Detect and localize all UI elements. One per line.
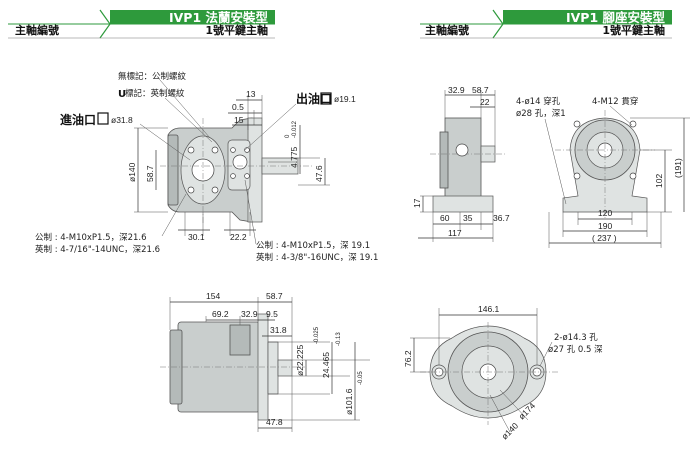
dim-15: 15: [234, 115, 244, 125]
foot-dim-117: 117: [448, 228, 462, 238]
side-dim-32-9: 32.9: [241, 309, 258, 319]
side-dim-69-2: 69.2: [212, 309, 229, 319]
foot-dim-120: 120: [598, 208, 612, 218]
foot-dim-35: 35: [463, 213, 473, 223]
side-dim-24-465: 24.465: [321, 352, 331, 378]
side-dim-dia-22-225-tol: -0.025: [314, 326, 320, 344]
left-header-title: IVP1 法蘭安裝型: [169, 10, 269, 25]
dim-dia-140: ø140: [127, 162, 137, 182]
foot-dim-17: 17: [412, 198, 422, 208]
side-section-view: 154 58.7 69.2 32.9 9.5 31.8 ø22.225 -0.0…: [160, 291, 370, 432]
side-dim-154: 154: [206, 291, 220, 301]
dim-47-6: 47.6: [314, 165, 324, 182]
right-header: IVP1 腳座安裝型 主軸編號 1號平鍵主軸: [420, 9, 672, 39]
inlet-dia: ø31.8: [111, 115, 133, 125]
foot-dim-190: 190: [598, 221, 612, 231]
foot-mount-view: 4-ø14 穿孔 ø28 孔，深1 4-M12 貫穿 32.9 58.7 22 …: [412, 85, 690, 248]
dim-30-1: 30.1: [188, 232, 205, 242]
foot-dim-102: 102: [654, 174, 664, 188]
outlet-thread-imperial: 英制 : 4-3/8"-16UNC，深 19.1: [256, 252, 378, 263]
front-hole-label: 2-ø14.3 孔: [554, 333, 598, 343]
side-dim-dia-101-6-tol: -0.05: [358, 371, 364, 385]
right-header-col2: 1號平鍵主軸: [602, 23, 665, 37]
inlet-label: 進油口: [60, 112, 96, 127]
left-header-col1: 主軸編號: [15, 23, 59, 37]
flange-mount-view: 無標記：公制螺紋 U 標記：英制螺紋 進油口 ø31.8 出油口 ø19.1 1…: [35, 71, 378, 263]
outlet-thread-metric: 公制 : 4-M10xP1.5，深 19.1: [256, 240, 370, 251]
front-dim-76-2: 76.2: [403, 350, 413, 367]
foot-hole-label: 4-ø14 穿孔: [516, 96, 561, 107]
side-dim-47-8: 47.8: [266, 417, 283, 427]
dim-13: 13: [246, 89, 256, 99]
dim-4-775-tol-dn: -0.012: [292, 120, 298, 138]
right-header-col1: 主軸編號: [425, 23, 469, 37]
front-dim-dia-140: ø140: [499, 420, 520, 441]
inlet-port-box-icon: [97, 112, 109, 125]
left-header: IVP1 法蘭安裝型 主軸編號 1號平鍵主軸: [8, 9, 275, 39]
front-dim-146-1: 146.1: [478, 304, 500, 314]
side-dim-24-465-tol: -0.13: [336, 332, 342, 346]
dim-0-5: 0.5: [232, 102, 244, 112]
dim-4-775: 4.775: [289, 146, 299, 168]
foot-dim-32-9: 32.9: [448, 85, 465, 95]
side-dim-dia-22-225: ø22.225: [295, 345, 305, 376]
foot-dim-191: (191): [673, 158, 683, 178]
foot-dim-36-7: 36.7: [493, 213, 510, 223]
legend-u-prefix: U: [118, 89, 126, 100]
side-dim-dia-101-6: ø101.6: [344, 388, 354, 415]
dim-58-7: 58.7: [145, 165, 155, 182]
dim-4-775-tol-up: 0: [285, 134, 291, 138]
front-hole-sub: ø27 孔 0.5 深: [548, 345, 603, 355]
outlet-dia: ø19.1: [334, 94, 356, 104]
side-dim-58-7: 58.7: [266, 291, 283, 301]
foot-tap-label: 4-M12 貫穿: [592, 96, 638, 107]
left-header-col2: 1號平鍵主軸: [205, 23, 268, 37]
foot-dim-237: ( 237 ): [592, 233, 617, 243]
legend-no-mark: 無標記：公制螺紋: [118, 71, 187, 82]
outlet-label: 出油口: [296, 91, 332, 106]
right-header-title: IVP1 腳座安裝型: [566, 10, 666, 25]
inlet-thread-metric: 公制 : 4-M10xP1.5，深21.6: [35, 232, 147, 243]
foot-hole-sub: ø28 孔，深1: [516, 109, 566, 119]
dim-22-2: 22.2: [230, 232, 247, 242]
foot-dim-58-7: 58.7: [472, 85, 489, 95]
side-dim-31-8: 31.8: [270, 325, 287, 335]
side-dim-9-5: 9.5: [266, 309, 278, 319]
inlet-thread-imperial: 英制 : 4-7/16"-14UNC，深21.6: [35, 244, 160, 255]
outlet-port-box-icon: [320, 92, 332, 105]
foot-dim-22: 22: [480, 97, 490, 107]
foot-dim-60: 60: [440, 213, 450, 223]
legend-u-text: 標記：英制螺紋: [125, 88, 185, 99]
front-flange-view: 146.1 76.2 2-ø14.3 孔 ø27 孔 0.5 深 ø174 ø1…: [403, 304, 603, 441]
